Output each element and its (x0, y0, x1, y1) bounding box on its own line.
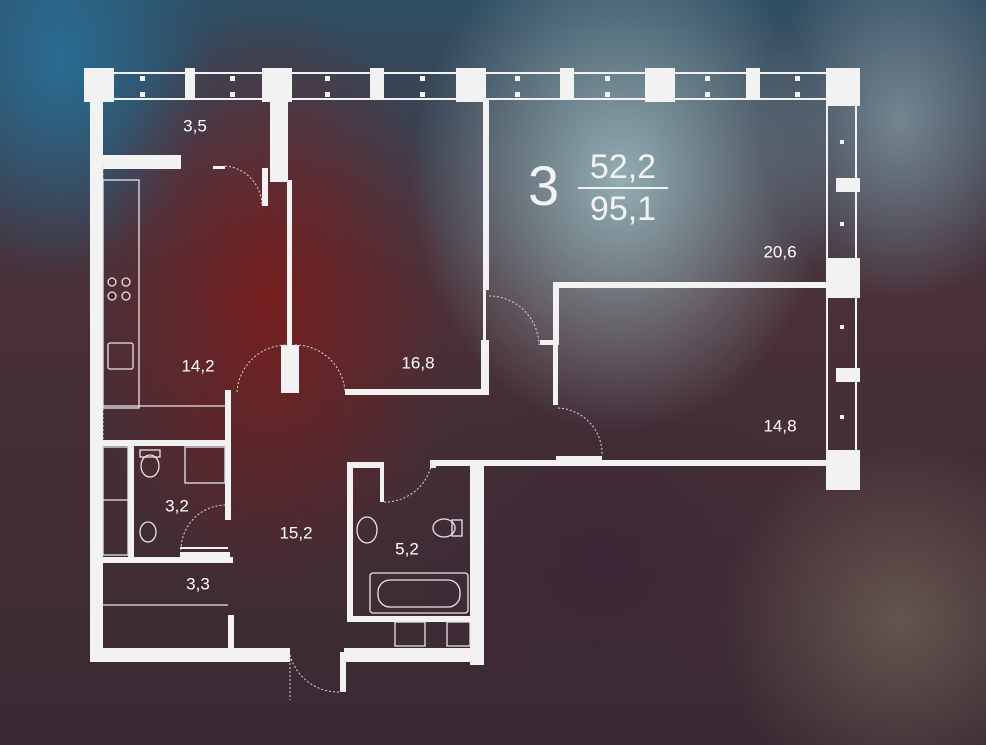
area-fraction: 52,2 95,1 (578, 150, 668, 226)
washing-machine-area (102, 446, 129, 556)
washbasin-1 (139, 521, 157, 543)
room-area-balcony: 3,5 (183, 116, 207, 136)
toilet-2 (432, 518, 456, 538)
room-area-room-3: 14,8 (763, 416, 797, 436)
stove-burner (107, 291, 117, 301)
fraction-bar (578, 187, 668, 189)
toilet-1 (140, 454, 160, 478)
room-area-hall: 15,2 (279, 523, 313, 543)
shower-tray (184, 446, 226, 484)
washbasin-2 (356, 516, 378, 544)
kitchen-counter (102, 179, 140, 409)
room-area-storage: 3,3 (186, 574, 210, 594)
walls (84, 68, 860, 692)
stove-burner (107, 277, 117, 287)
kitchen-sink (107, 342, 134, 370)
fixtures (102, 179, 471, 647)
stove-burner (121, 291, 131, 301)
room-count: 3 (528, 154, 560, 217)
living-area: 52,2 (589, 148, 657, 186)
bathtub (369, 572, 469, 614)
room-area-room-1: 16,8 (401, 353, 435, 373)
total-area: 95,1 (589, 190, 657, 228)
stove-burner (121, 277, 131, 287)
room-area-kitchen: 14,2 (181, 356, 215, 376)
room-area-room-2: 20,6 (763, 242, 797, 262)
room-area-bathroom-2: 5,2 (395, 539, 419, 559)
room-area-bathroom-1: 3,2 (165, 496, 189, 516)
